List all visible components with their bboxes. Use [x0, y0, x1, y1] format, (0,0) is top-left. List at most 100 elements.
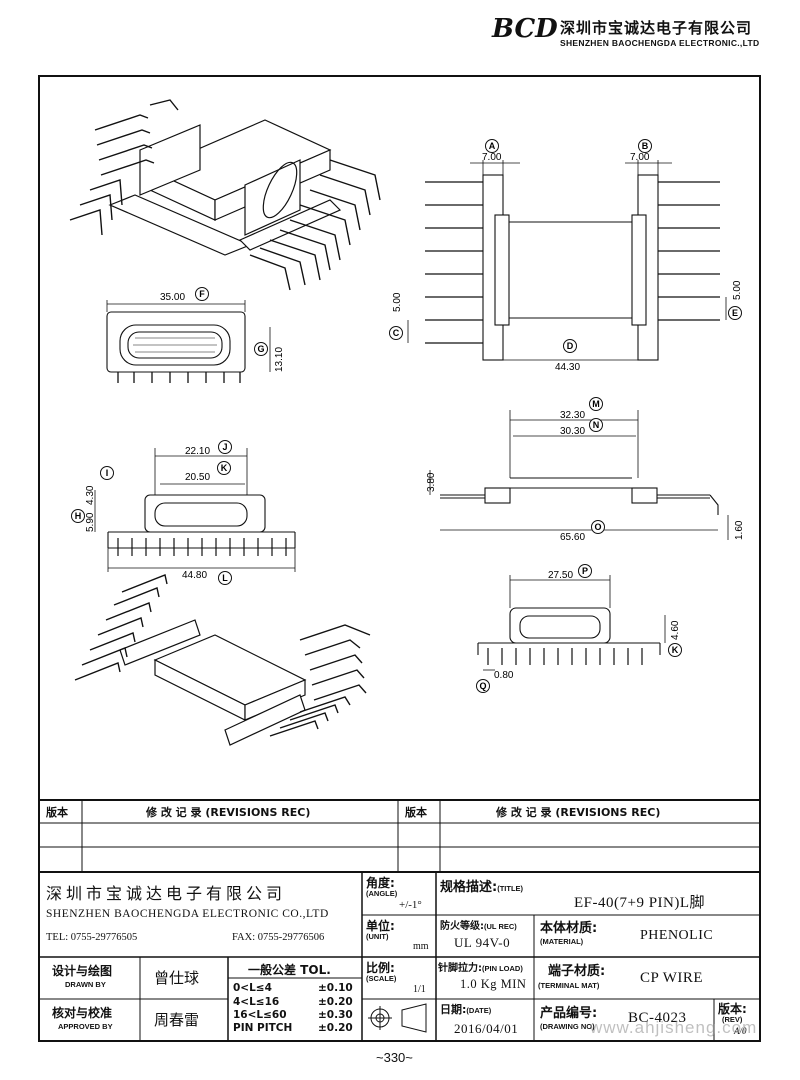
tb-unit-label: 单位:	[366, 919, 395, 933]
dim-k: 20.50	[185, 472, 210, 483]
callout-g: G	[254, 342, 268, 356]
rev-left-label: 版本	[46, 806, 68, 819]
tb-angle-en: (ANGLE)	[366, 889, 398, 898]
callout-o-text: O	[594, 522, 601, 532]
dim-e: 5.00	[732, 280, 743, 300]
tb-tol-row-0-value: ±0.10	[318, 982, 353, 994]
tb-spec-label-en: (TITLE)	[497, 884, 524, 893]
side-view-fg	[106, 300, 271, 383]
rev-right-label: 版本	[405, 806, 427, 819]
callout-k-bottom-text: K	[672, 645, 679, 655]
tb-date-value: 2016/04/01	[454, 1021, 519, 1036]
end-view	[94, 448, 296, 572]
tb-pinload-label: 针脚拉力:(PIN LOAD)	[438, 959, 523, 974]
technical-drawing: 7.00 7.00 44.30 5.00 5.00 35.00 13.10	[69, 99, 745, 746]
tb-approved-en: APPROVED BY	[58, 1022, 113, 1031]
tb-pinload-label-en: (PIN LOAD)	[482, 964, 523, 973]
callout-p: P	[578, 564, 592, 578]
dim-l: 44.80	[182, 570, 207, 581]
header-company-cn: 深圳市宝诚达电子有限公司	[560, 19, 753, 37]
dim-a: 7.00	[482, 152, 502, 163]
front-view	[407, 160, 727, 361]
tb-angle-value: +/-1°	[399, 899, 422, 911]
callout-j-text: J	[222, 442, 227, 452]
callout-d: D	[563, 339, 577, 353]
callout-o: O	[591, 520, 605, 534]
tb-material-en: (MATERIAL)	[540, 937, 584, 946]
tb-angle-label: 角度:	[366, 876, 395, 890]
dim-k2: 4.60	[670, 620, 681, 640]
dim-d: 44.30	[555, 362, 580, 373]
callout-b: B	[638, 139, 652, 153]
callout-k-text: K	[221, 463, 228, 473]
isometric-view-bottom	[74, 574, 371, 746]
tb-drawn-value: 曾仕球	[154, 969, 200, 987]
company-logo: BCD	[492, 14, 558, 48]
tb-tol-row-3-value: ±0.20	[318, 1022, 353, 1034]
dim-i: 4.30	[85, 485, 96, 505]
callout-h-text: H	[75, 511, 82, 521]
projection-symbol	[368, 1003, 427, 1033]
rev-right-title: 修 改 记 录 (REVISIONS REC)	[496, 806, 661, 819]
tb-flame-value: UL 94V-0	[454, 935, 511, 950]
tb-flame-label-cn: 防火等级:	[440, 921, 484, 932]
dim-p: 27.50	[548, 570, 573, 581]
callout-q: Q	[476, 679, 490, 693]
tb-rev-label: 版本:	[718, 1002, 747, 1016]
tb-flame-label-en: (UL REC)	[484, 922, 517, 931]
callout-g-text: G	[257, 344, 264, 354]
tb-fax: FAX: 0755-29776506	[232, 932, 325, 943]
tb-terminal-en: (TERMINAL MAT)	[538, 981, 600, 990]
tb-rev-en: (REV)	[722, 1015, 743, 1024]
tb-terminal-label: 端子材质:	[548, 964, 606, 979]
callout-m: M	[589, 397, 603, 411]
tb-spec-value: EF-40(7+9 PIN)L脚	[574, 895, 706, 911]
tb-spec-label-cn: 规格描述:	[440, 880, 498, 895]
tb-material-value: PHENOLIC	[640, 928, 714, 943]
tb-tol-title: 一般公差 TOL.	[248, 963, 331, 977]
callout-a-text: A	[489, 141, 496, 151]
dim-q: 0.80	[494, 670, 514, 681]
tb-tol-row-3-range: PIN PITCH	[233, 1022, 293, 1034]
dim-j: 22.10	[185, 446, 210, 457]
tb-scale-value: 1/1	[413, 984, 426, 995]
tb-tel: TEL: 0755-29776505	[46, 932, 138, 943]
dim-g: 13.10	[274, 347, 285, 372]
callout-k: K	[217, 461, 231, 475]
tb-drawingno-value: BC-4023	[628, 1010, 687, 1026]
dim-h: 5.90	[85, 512, 96, 532]
tb-terminal-value: CP WIRE	[640, 970, 704, 986]
logo-text: BCD	[492, 14, 558, 44]
tb-scale-label: 比例:	[366, 961, 395, 975]
tb-date-label-en: (DATE)	[466, 1006, 492, 1015]
tb-drawn-en: DRAWN BY	[65, 980, 106, 989]
tb-date-label: 日期:(DATE)	[440, 1001, 491, 1017]
tb-drawn-label: 设计与绘图	[52, 964, 113, 978]
tb-material-label: 本体材质:	[540, 921, 598, 936]
tb-pinload-label-cn: 针脚拉力:	[438, 963, 482, 974]
dim-o: 65.60	[560, 532, 585, 543]
end-view-bottom	[477, 575, 666, 671]
callout-i-text: I	[106, 468, 109, 478]
callout-q-text: Q	[479, 681, 486, 691]
dim-160: 1.60	[734, 520, 745, 540]
dim-b: 7.00	[630, 152, 650, 163]
callout-m-text: M	[592, 399, 600, 409]
callout-circles: A B C D E F G H I J K L M N O P K Q	[71, 139, 742, 693]
watermark: www.ahjisheng.com	[590, 1018, 758, 1037]
tb-drawingno-en: (DRAWING NO)	[540, 1022, 595, 1031]
rev-left-title: 修 改 记 录 (REVISIONS REC)	[146, 806, 311, 819]
tb-tol-row-0-range: 0<L≤4	[233, 982, 272, 994]
isometric-view-top	[69, 99, 381, 291]
callout-f: F	[195, 287, 209, 301]
tb-drawingno-label: 产品编号:	[540, 1006, 598, 1021]
callout-k-bottom: K	[668, 643, 682, 657]
page-number: ~330~	[376, 1050, 413, 1065]
callout-f-text: F	[199, 289, 205, 299]
tb-date-label-cn: 日期:	[440, 1003, 467, 1016]
tb-company-cn: 深 圳 市 宝 诚 达 电 子 有 限 公 司	[46, 886, 283, 903]
callout-a: A	[485, 139, 499, 153]
callout-d-text: D	[567, 341, 574, 351]
tb-unit-en: (UNIT)	[366, 932, 389, 941]
